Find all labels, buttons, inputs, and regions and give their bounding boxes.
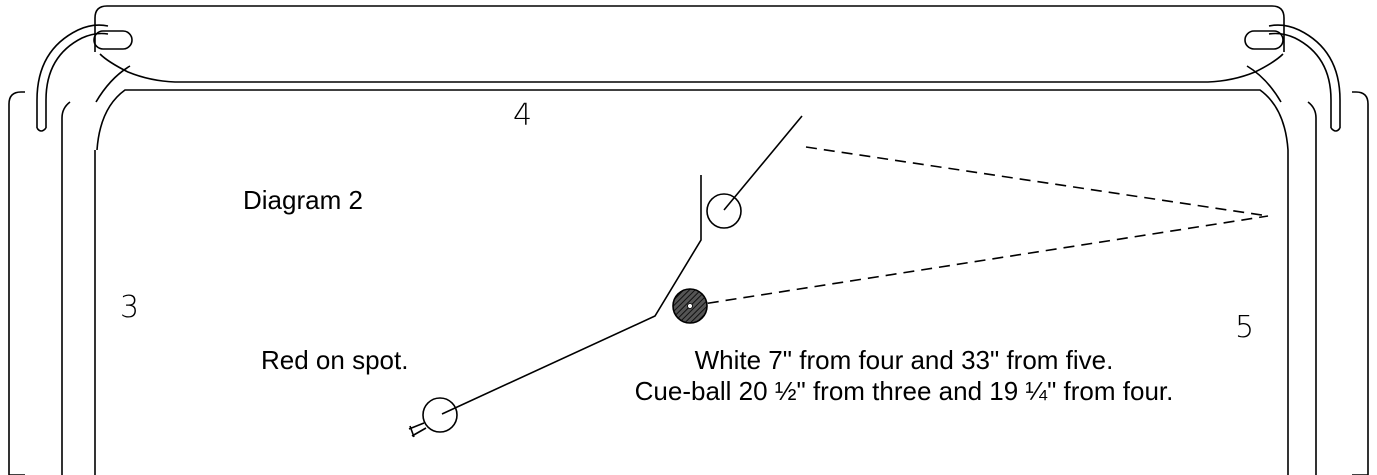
left-rail-number: 3 — [120, 290, 140, 325]
left-cushion — [61, 101, 71, 475]
aim-line-upper — [805, 146, 1269, 217]
left-rail-outline — [8, 91, 25, 475]
cue-tip — [408, 422, 427, 438]
right-cushion — [1307, 101, 1317, 475]
right-rail-number: 5 — [1235, 310, 1255, 345]
cue-ball-note: Cue-ball 20 ½" from three and 19 ¼" from… — [634, 376, 1174, 406]
diagram-title: Diagram 2 — [243, 185, 363, 215]
top-right-pocket — [1244, 24, 1341, 132]
top-left-pocket — [36, 24, 133, 132]
aim-line-lower — [689, 215, 1269, 307]
white-ball-path — [723, 115, 803, 211]
white-ball-note: White 7" from four and 33" from five. — [694, 345, 1114, 375]
playing-surface-edge — [96, 89, 1289, 151]
cue-ball — [422, 397, 458, 433]
right-rail-outline — [1352, 91, 1369, 475]
red-ball-note: Red on spot. — [261, 345, 409, 375]
red-ball-center-dot — [687, 303, 693, 309]
cue-ball-path — [441, 175, 702, 415]
top-rail-outline — [94, 5, 1285, 52]
top-cushion — [99, 53, 1284, 83]
white-ball — [706, 193, 742, 229]
top-rail-number: 4 — [513, 98, 533, 133]
